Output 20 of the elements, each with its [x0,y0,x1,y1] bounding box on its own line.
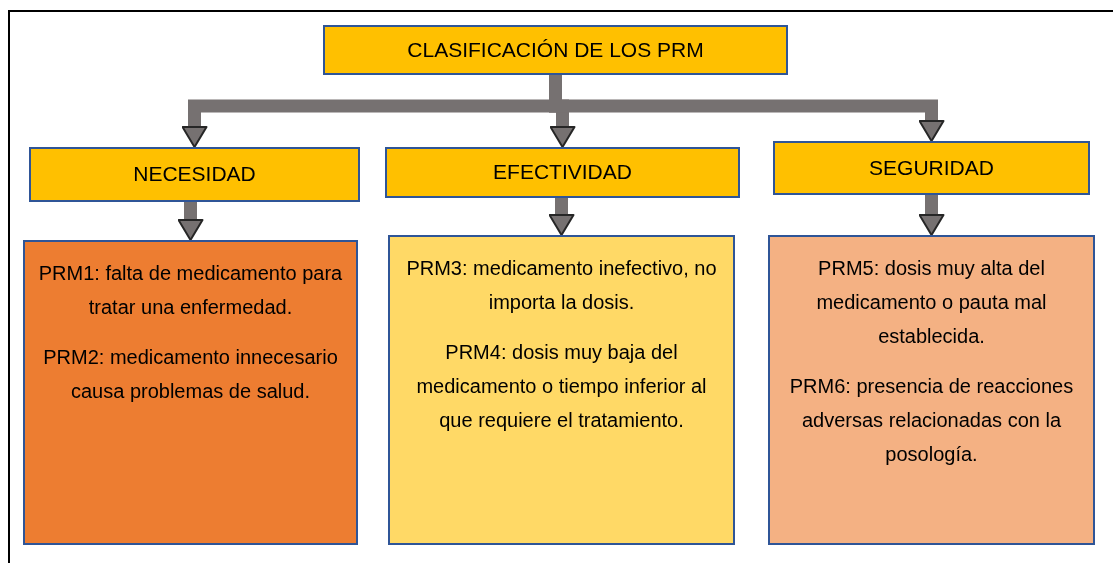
description-text: PRM4: dosis muy baja del medicamento o tiempo inferior al que requiere el tratamiento. [415,340,708,433]
description-box [768,235,1095,545]
description-text: PRM1: falta de medicamento para tratar una enfermedad. [37,261,344,320]
block-arrow [918,195,945,236]
description-text: PRM5: dosis muy alta del medicamento o pauta mal establecida. [815,256,1048,349]
category-label: SEGURIDAD [869,154,994,181]
category-box [773,141,1090,195]
category-label: EFECTIVIDAD [493,159,632,186]
description-text: PRM6: presencia de reacciones adversas relacionadas con la posología. [788,374,1075,467]
description-box [23,240,358,545]
category-box [385,147,740,198]
description-text: PRM2: medicamento innecesario causa problemas de salud. [42,345,339,404]
description-box [388,235,735,545]
category-box [323,25,788,75]
category-label: CLASIFICACIÓN DE LOS PRM [407,36,704,63]
category-label: NECESIDAD [133,161,256,188]
block-arrow [177,202,204,241]
category-box [29,147,360,202]
description-text: PRM3: medicamento inefectivo, no importa la dosis. [405,256,718,315]
block-arrow [548,198,575,236]
